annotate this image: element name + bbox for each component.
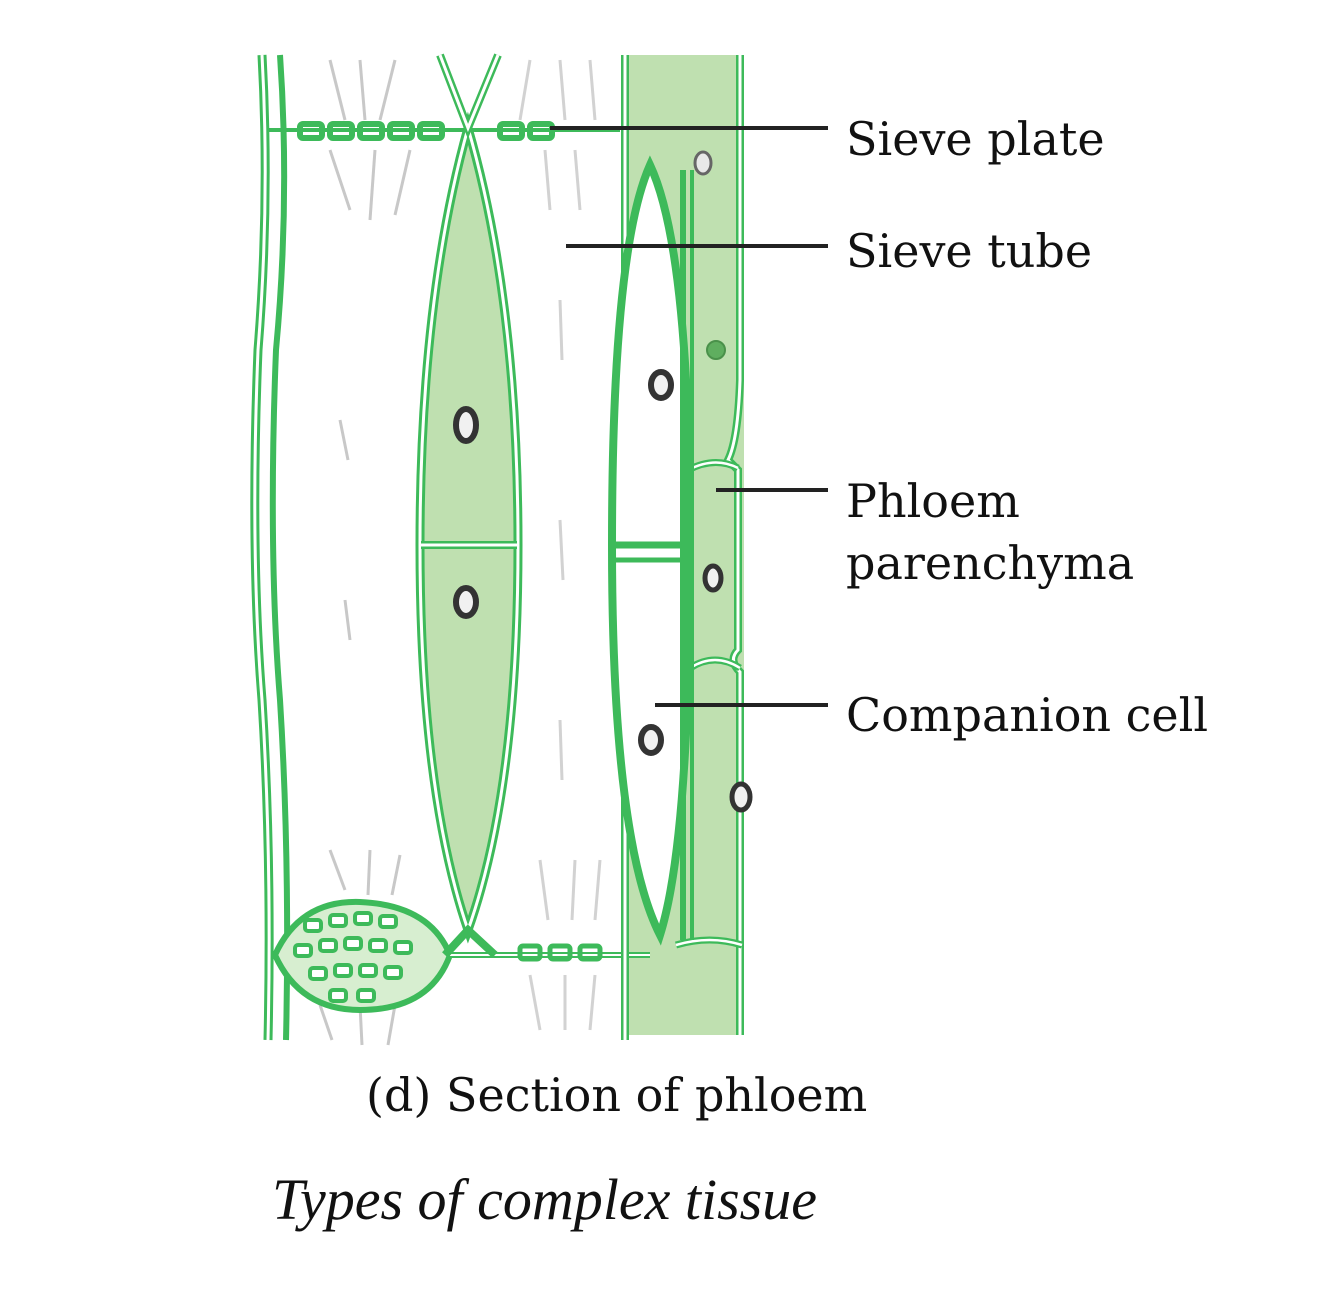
sieve-tube-middle — [517, 59, 603, 1031]
label-phloem-parenchyma-line2: parenchyma — [846, 536, 1135, 590]
label-phloem-parenchyma-line1: Phloem — [846, 474, 1020, 528]
label-sieve-plate: Sieve plate — [846, 112, 1105, 166]
label-sieve-tube: Sieve tube — [846, 224, 1093, 278]
sieve-plate-bottom — [271, 898, 454, 1014]
diagram-caption: (d) Section of phloem — [366, 1068, 868, 1122]
nucleus-icon — [638, 150, 753, 813]
companion-cells-central — [415, 53, 523, 958]
figure-title: Types of complex tissue — [272, 1167, 817, 1232]
nucleus-icon — [453, 406, 479, 619]
companion-cell-column — [607, 55, 753, 1040]
leader-lines — [550, 126, 828, 707]
label-companion-cell: Companion cell — [846, 688, 1209, 742]
sieve-tube-left — [250, 54, 650, 1046]
